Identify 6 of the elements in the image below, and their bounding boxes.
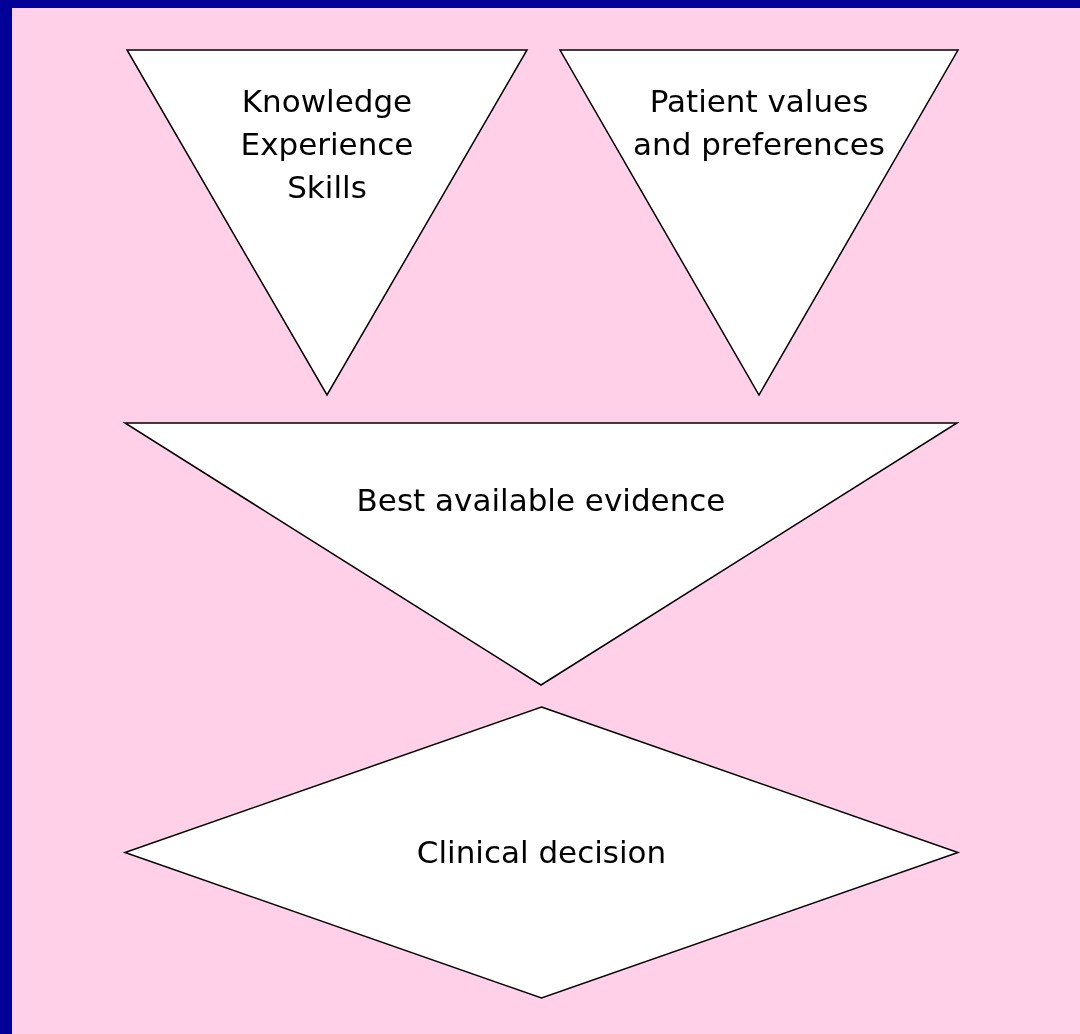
node-text: Knowledge	[241, 82, 413, 121]
node-text: Best available evidence	[356, 481, 726, 520]
node-text: Patient values and preferences	[632, 82, 886, 164]
node-text: Clinical decision	[416, 833, 667, 872]
node-text: Experience	[240, 125, 414, 164]
node-text: Skills	[287, 168, 367, 207]
